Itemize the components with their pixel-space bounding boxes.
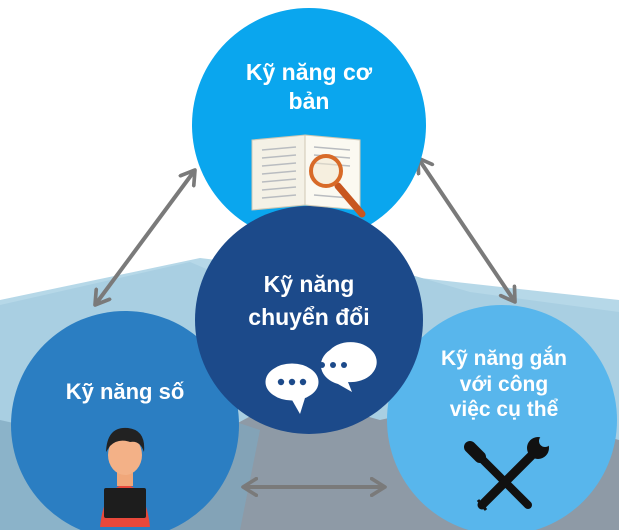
label-job-specific-skills: Kỹ năng gắn với công việc cụ thể <box>412 346 596 423</box>
circle-basic-skills <box>192 8 426 242</box>
label-transferable-line2: chuyển đổi <box>248 304 370 331</box>
label-job-line3: việc cụ thể <box>449 398 559 422</box>
label-transferable-line1: Kỹ năng <box>263 271 355 297</box>
label-job-line1: Kỹ năng gắn <box>440 347 567 370</box>
arrow-basic-job <box>418 158 515 302</box>
circle-job-specific-skills <box>387 305 617 530</box>
circle-digital-skills <box>11 311 239 530</box>
label-basic-line2: bản <box>288 87 330 114</box>
arrow-basic-digital <box>95 170 195 305</box>
label-digital-skills: Kỹ năng số <box>30 378 220 406</box>
screwdriver-wrench-icon <box>464 435 551 511</box>
label-transferable-skills: Kỹ năng chuyển đổi <box>214 268 404 335</box>
label-basic-skills: Kỹ năng cơ bản <box>212 58 406 116</box>
label-job-line2: với công <box>459 372 549 396</box>
relationship-arrows <box>95 158 515 487</box>
open-book-magnifier-icon <box>251 134 366 218</box>
speech-bubbles-icon <box>262 342 377 414</box>
label-basic-line1: Kỹ năng cơ <box>245 59 373 85</box>
person-laptop-icon <box>100 427 150 527</box>
label-digital-line1: Kỹ năng số <box>65 379 185 404</box>
